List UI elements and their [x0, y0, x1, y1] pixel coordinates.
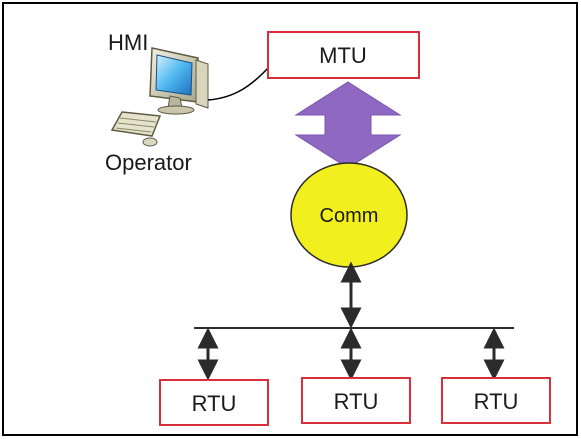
- hmi-label: HMI: [108, 30, 148, 55]
- rtu-box-2: [301, 377, 411, 424]
- computer-workstation-icon: [110, 47, 269, 147]
- rtu-label-3: RTU: [474, 389, 519, 414]
- rtu-box-1: [159, 379, 269, 426]
- operator-label: Operator: [105, 150, 192, 175]
- mtu-box: [267, 31, 420, 79]
- rtu-label-2: RTU: [334, 389, 379, 414]
- rtu-box-3: [441, 377, 551, 424]
- mtu-label: MTU: [319, 43, 367, 68]
- rtu-label-1: RTU: [192, 391, 237, 416]
- comm-label: Comm: [320, 205, 379, 227]
